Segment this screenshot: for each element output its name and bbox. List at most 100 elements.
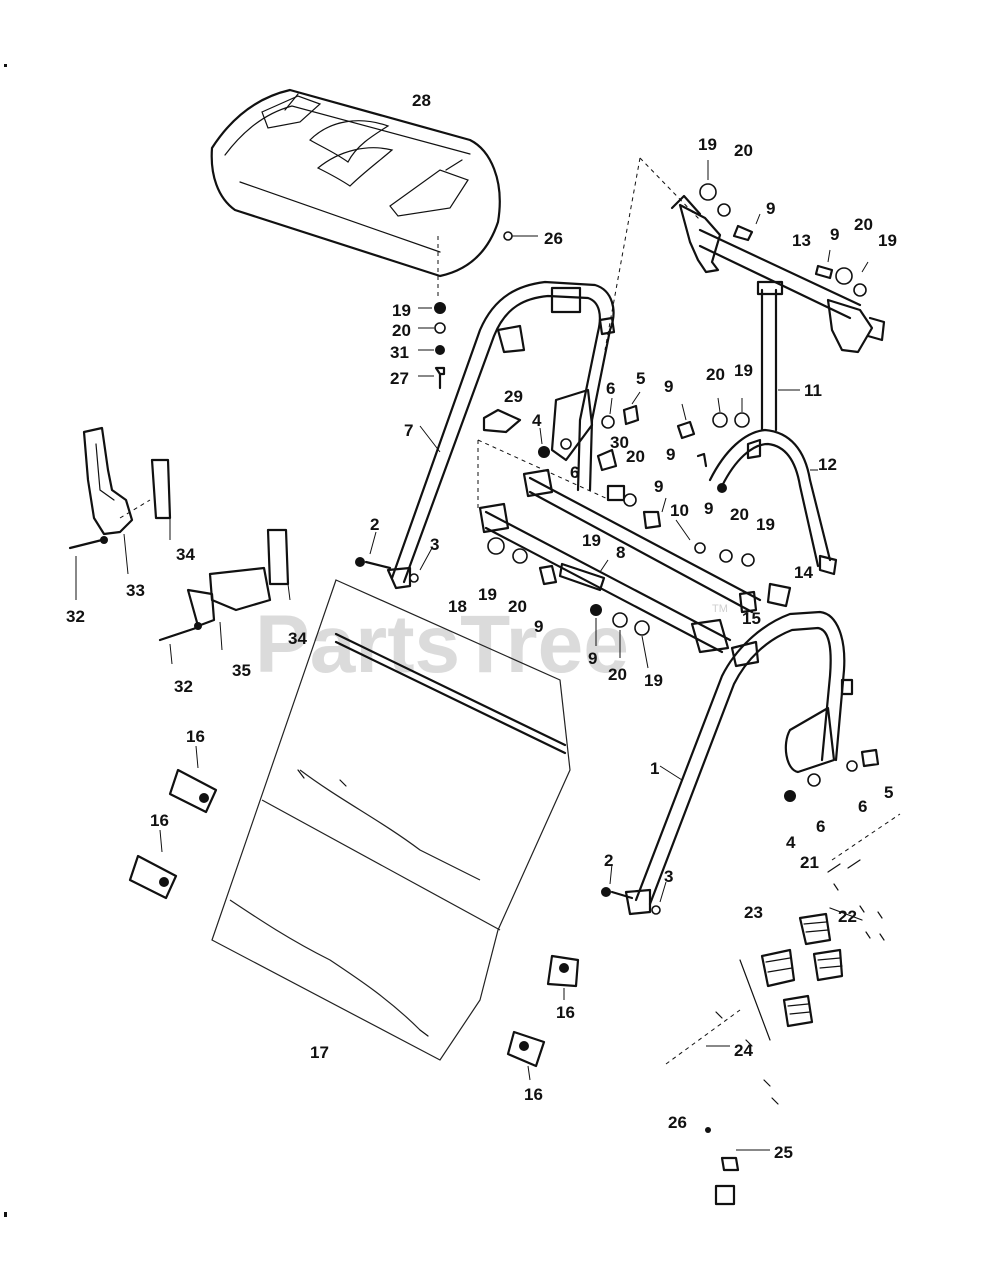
callout-2: 2	[604, 851, 613, 870]
callout-18: 18	[448, 597, 467, 616]
callout-19: 19	[878, 231, 897, 250]
part-16-clip-b	[128, 829, 178, 900]
callout-19: 19	[644, 671, 663, 690]
part-26-nut	[503, 231, 513, 241]
callout-19: 19	[734, 361, 753, 380]
part-22-fastener-set	[833, 883, 885, 941]
callout-8: 8	[616, 543, 625, 562]
callout-16: 16	[186, 727, 205, 746]
washer	[694, 542, 706, 554]
callout-33: 33	[126, 581, 145, 600]
part-33-mirror-housing	[68, 426, 172, 600]
callout-30: 30	[610, 433, 629, 452]
callout-9: 9	[534, 617, 543, 636]
callout-9: 9	[654, 477, 663, 496]
part-29-bracket	[482, 408, 522, 434]
part-4-nut-left	[538, 427, 572, 458]
part-13-upper-crossbar	[604, 157, 886, 354]
part-2-3-hoop-bolts	[355, 531, 667, 915]
washer-bolt-group-lower	[590, 604, 650, 669]
callout-19: 19	[698, 135, 717, 154]
callout-7: 7	[404, 421, 413, 440]
callout-31: 31	[390, 343, 409, 362]
callout-5: 5	[884, 783, 893, 802]
callout-6: 6	[570, 463, 579, 482]
scan-speck	[4, 1212, 7, 1217]
washer-bolt-group-top	[699, 160, 869, 297]
callout-26: 26	[544, 229, 563, 248]
callout-9: 9	[666, 445, 675, 464]
callout-3: 3	[430, 535, 439, 554]
washer-bolt-group-mid	[676, 397, 750, 493]
part-5-6-pivot-bolt-left	[601, 391, 641, 429]
callout-6: 6	[858, 797, 867, 816]
part-28-roof-top	[210, 88, 501, 278]
part-16-clip-a	[168, 745, 218, 814]
callout-32: 32	[66, 607, 85, 626]
callout-17: 17	[310, 1043, 329, 1062]
callout-1: 1	[650, 759, 659, 778]
callout-23: 23	[744, 903, 763, 922]
callout-2: 2	[370, 515, 379, 534]
callout-20: 20	[508, 597, 527, 616]
callout-21: 21	[800, 853, 819, 872]
callout-4: 4	[786, 833, 796, 852]
callout-labels: 28 26 19 20 9 13 9 20 19 19 20 31 27 11 …	[66, 91, 897, 1162]
part-11-vertical-post	[756, 280, 800, 432]
callout-20: 20	[608, 665, 627, 684]
part-15-bracket	[738, 590, 758, 614]
callout-9: 9	[588, 649, 597, 668]
callout-19: 19	[756, 515, 775, 534]
part-23-mesh-pads	[739, 907, 863, 1041]
part-8-rear-crossbar	[478, 502, 732, 654]
part-21-rod	[827, 813, 901, 873]
callout-9: 9	[830, 225, 839, 244]
callout-9: 9	[766, 199, 775, 218]
part-5-6-4-pivot-bolt-right	[784, 748, 880, 802]
part-14-bracket	[766, 582, 792, 608]
callout-22: 22	[838, 907, 857, 926]
part-1-rear-right-hoop	[624, 610, 854, 916]
callout-27: 27	[390, 369, 409, 388]
callout-34: 34	[176, 545, 195, 564]
callout-34: 34	[288, 629, 307, 648]
callout-19: 19	[478, 585, 497, 604]
callout-16: 16	[150, 811, 169, 830]
callout-26: 26	[668, 1113, 687, 1132]
callout-19: 19	[582, 531, 601, 550]
callout-9: 9	[664, 377, 673, 396]
callout-13: 13	[792, 231, 811, 250]
washer	[741, 553, 755, 567]
watermark-trademark: TM	[712, 603, 728, 615]
callout-19: 19	[392, 301, 411, 320]
part-17-windshield	[211, 579, 571, 1061]
fastener-stack-19-20-31-27	[418, 302, 446, 390]
part-16-clip-c	[546, 954, 580, 1000]
callout-20: 20	[706, 365, 725, 384]
part-24-bolt-set	[665, 1009, 779, 1105]
callout-20: 20	[734, 141, 753, 160]
callout-16: 16	[556, 1003, 575, 1022]
callout-15: 15	[742, 609, 761, 628]
callout-14: 14	[794, 563, 813, 582]
scan-speck	[4, 64, 7, 67]
part-12-rear-hoop	[708, 428, 838, 576]
callout-9: 9	[704, 499, 713, 518]
callout-20: 20	[626, 447, 645, 466]
washer-bolt-group-lower-left	[487, 537, 558, 586]
watermark-text: PartsTree	[255, 599, 629, 690]
callout-28: 28	[412, 91, 431, 110]
part-35-mirror-bracket	[158, 528, 291, 665]
callout-16: 16	[524, 1085, 543, 1104]
callout-6: 6	[816, 817, 825, 836]
callout-12: 12	[818, 455, 837, 474]
callout-20: 20	[854, 215, 873, 234]
callout-4: 4	[532, 411, 542, 430]
callout-3: 3	[664, 867, 673, 886]
part-30-bracket	[596, 448, 618, 472]
part-25-26-latch	[705, 1127, 770, 1206]
callout-20: 20	[730, 505, 749, 524]
callout-10: 10	[670, 501, 689, 520]
